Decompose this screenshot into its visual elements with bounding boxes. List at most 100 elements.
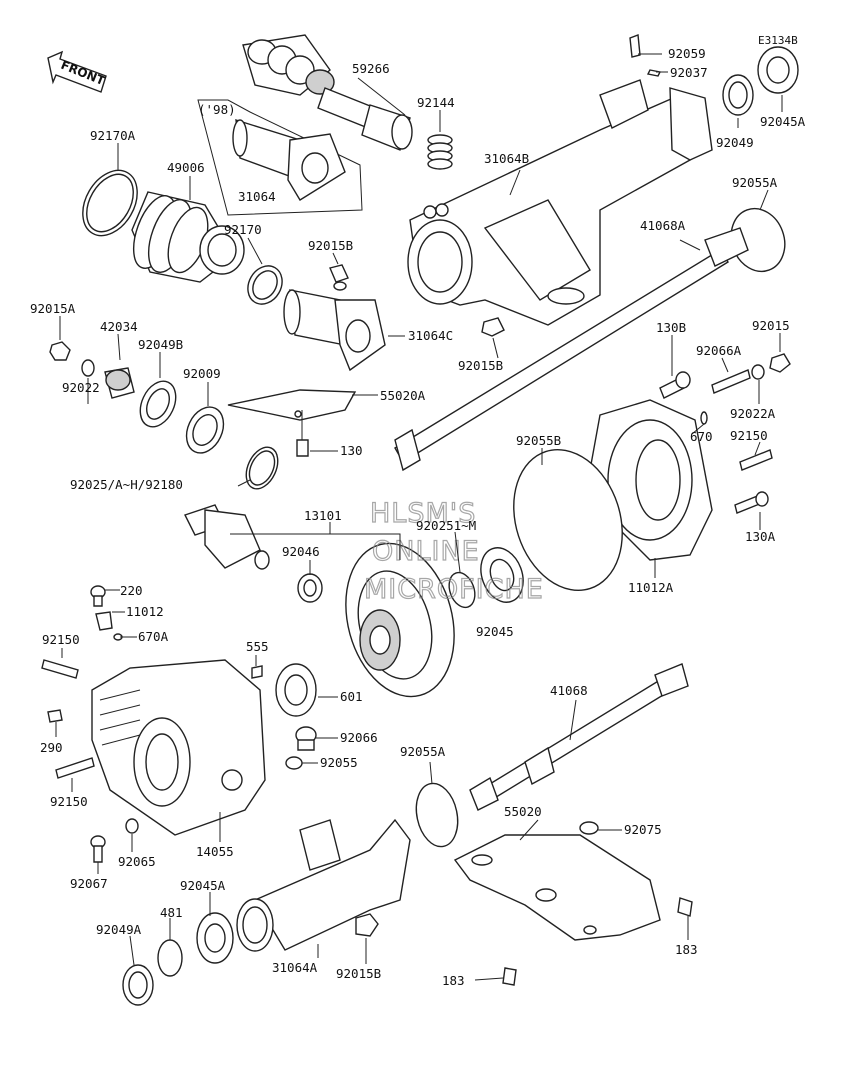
part-92150-stud-bottom	[55, 757, 95, 779]
label-601: 601	[340, 689, 363, 704]
label-92144: 92144	[417, 95, 455, 110]
label-555: 555	[246, 639, 269, 654]
part-92150-stud-left	[41, 659, 79, 679]
label-92025-A-H-92180: 92025/A~H/92180	[70, 477, 183, 492]
part-92015-nut	[769, 353, 791, 373]
label-92046: 92046	[282, 544, 320, 559]
label-92066: 92066	[340, 730, 378, 745]
part-49006-boot	[131, 191, 245, 283]
watermark-line-3: MICROFICHE	[364, 574, 544, 605]
part-555-pin	[251, 665, 263, 679]
label-14055: 14055	[196, 844, 234, 859]
part-55020A-guard	[227, 389, 357, 421]
part-670-pin	[700, 411, 708, 425]
label-92045A-bottom: 92045A	[180, 878, 226, 893]
front-direction-arrow: FRONT	[47, 50, 107, 93]
year-note: ('98)	[198, 102, 236, 117]
label-92170A: 92170A	[90, 128, 136, 143]
part-92055A-oring-mid	[415, 782, 459, 848]
part-92067-bolt	[90, 835, 106, 863]
part-31064C-sleeve	[283, 289, 386, 372]
label-92009: 92009	[183, 366, 221, 381]
label-290: 290	[40, 740, 63, 755]
label-11012: 11012	[126, 604, 164, 619]
label-92015B: 92015B	[308, 238, 353, 253]
label-670: 670	[690, 429, 713, 444]
watermark-line-1: HLSM'S	[370, 498, 476, 529]
label-92065: 92065	[118, 854, 156, 869]
part-92046-bearing	[297, 573, 323, 603]
label-92067: 92067	[70, 876, 108, 891]
label-92045A: 92045A	[760, 114, 806, 129]
label-92022A: 92022A	[730, 406, 776, 421]
label-31064A: 31064A	[272, 960, 318, 975]
label-92015: 92015	[752, 318, 790, 333]
part-41068-shaft	[469, 663, 689, 811]
part-92045-bearing	[480, 547, 524, 603]
leader-lines	[55, 53, 783, 981]
label-92045: 92045	[476, 624, 514, 639]
label-13101: 13101	[304, 508, 342, 523]
part-92022-washer	[81, 359, 95, 377]
label-92049A: 92049A	[96, 922, 142, 937]
part-92037-clip	[646, 69, 662, 77]
label-92015B-c: 92015B	[336, 966, 381, 981]
part-92025-shim	[245, 446, 279, 490]
part-92022A-washer	[751, 364, 765, 380]
part-92049B-seal	[139, 380, 177, 428]
label-130B: 130B	[656, 320, 686, 335]
label-92049B: 92049B	[138, 337, 183, 352]
part-11012-breather	[95, 611, 113, 631]
label-92055A-mid: 92055A	[400, 744, 446, 759]
label-49006: 49006	[167, 160, 205, 175]
part-601-bearing	[275, 663, 317, 717]
part-92009-bearing	[185, 406, 225, 454]
part-290-plug	[47, 709, 63, 723]
part-31064-housing-98	[197, 99, 363, 216]
part-92015A-nut	[49, 341, 71, 361]
part-42034-spline	[104, 367, 135, 399]
label-92055: 92055	[320, 755, 358, 770]
part-92170-clamp	[247, 265, 283, 305]
label-31064B: 31064B	[484, 151, 529, 166]
part-130A-bolt	[734, 491, 769, 514]
label-92037: 92037	[670, 65, 708, 80]
label-31064C: 31064C	[408, 328, 453, 343]
label-92170: 92170	[224, 222, 262, 237]
part-92170A-clamp	[82, 169, 138, 237]
label-183-right: 183	[675, 942, 698, 957]
label-92066A: 92066A	[696, 343, 742, 358]
part-59266-cv-joint	[242, 34, 413, 151]
label-183-bottom: 183	[442, 973, 465, 988]
part-481-circlip	[157, 939, 183, 977]
part-92045A-bearing-top	[757, 46, 799, 94]
part-92055-oring	[285, 756, 303, 770]
label-670A: 670A	[138, 629, 169, 644]
part-92059-pin	[629, 34, 641, 58]
part-920251-shim	[448, 571, 476, 609]
label-55020: 55020	[504, 804, 542, 819]
part-130B-bolt	[659, 371, 691, 399]
label-92055B: 92055B	[516, 433, 561, 448]
part-92066-plug	[295, 726, 317, 751]
part-92065-washer	[125, 818, 139, 834]
part-183-bolt-right	[677, 897, 693, 917]
part-14055-diff-case	[91, 659, 266, 836]
label-41068A: 41068A	[640, 218, 686, 233]
label-92015B: 92015B	[458, 358, 503, 373]
label-92015A: 92015A	[30, 301, 76, 316]
part-92015B-nut-c	[355, 913, 379, 937]
watermark: HLSM'S ONLINE MICROFICHE	[363, 497, 544, 605]
diagram-code: E3134B	[758, 34, 798, 47]
part-92144-spring	[427, 134, 453, 170]
label-31064: 31064	[238, 189, 276, 204]
label-55020A: 55020A	[380, 388, 426, 403]
part-183-bolt-bottom	[502, 967, 517, 986]
part-41068A-axle-shaft	[394, 227, 749, 472]
label-130A: 130A	[745, 529, 776, 544]
part-220-bolt	[90, 585, 106, 607]
label-92150-bottom: 92150	[50, 794, 88, 809]
label-11012A: 11012A	[628, 580, 674, 595]
